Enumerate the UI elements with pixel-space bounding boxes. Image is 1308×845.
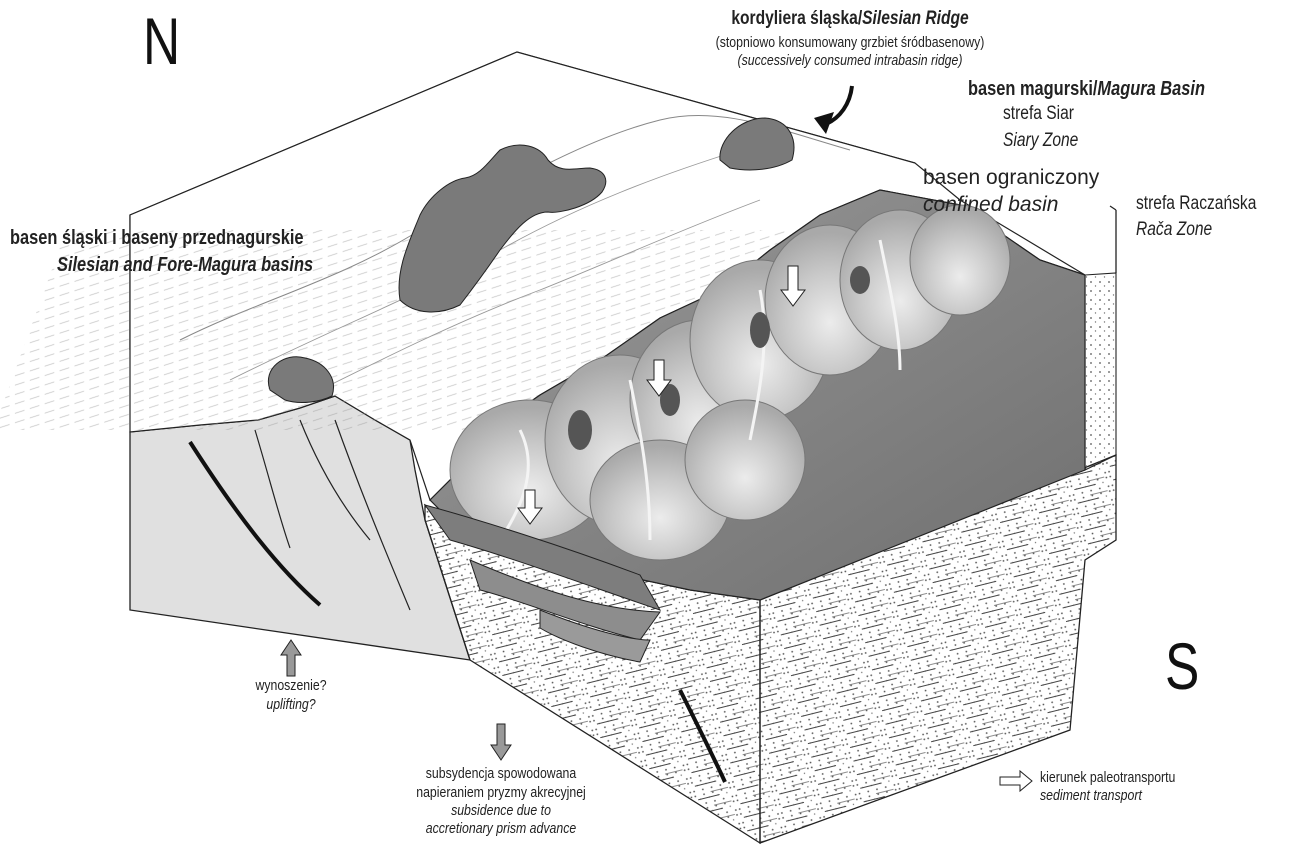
siary-zone-en: Siary Zone — [1003, 130, 1078, 152]
magura-basin-title-pl: basen magurski/ — [968, 78, 1097, 100]
siary-zone-pl: strefa Siar — [1003, 103, 1074, 125]
uplifting-en: uplifting? — [209, 696, 373, 713]
silesian-ridge-title: kordyliera śląska/Silesian Ridge — [604, 8, 1096, 30]
raca-zone-bracket — [1110, 206, 1116, 210]
silesian-basins-pl: basen śląski i baseny przednagurskie — [10, 227, 304, 250]
curved-pointer-arrow-icon — [814, 86, 852, 134]
up-arrow-icon — [281, 640, 301, 676]
raca-zone-en: Rača Zone — [1136, 219, 1212, 241]
magura-basin-title-en: Magura Basin — [1097, 78, 1205, 100]
silesian-ridge-title-en: Silesian Ridge — [862, 8, 968, 29]
south-label: S — [1165, 633, 1199, 699]
confined-basin-en: confined basin — [923, 193, 1058, 217]
uplifting-pl: wynoszenie? — [209, 677, 373, 694]
raca-zone-pl: strefa Raczańska — [1136, 193, 1256, 215]
silesian-basins-en: Silesian and Fore-Magura basins — [57, 254, 313, 277]
silesian-ridge-desc-pl: (stopniowo konsumowany grzbiet śródbasen… — [604, 34, 1096, 51]
north-label: N — [143, 8, 180, 74]
subsidence-en-line2: accretionary prism advance — [386, 820, 616, 837]
subsidence-pl-line1: subsydencja spowodowana — [386, 765, 616, 782]
silesian-ridge-title-pl: kordyliera śląska/ — [731, 8, 862, 29]
confined-basin-pl: basen ograniczony — [923, 166, 1099, 190]
down-arrow-icon — [491, 724, 511, 760]
silesian-ridge-desc-en: (successively consumed intrabasin ridge) — [604, 52, 1096, 69]
legend-transport-pl: kierunek paleotransportu — [1040, 769, 1175, 786]
magura-basin-title: basen magurski/Magura Basin — [968, 78, 1205, 101]
white-transport-arrow-icon — [1000, 771, 1032, 791]
right-side-face — [1085, 273, 1116, 470]
subsidence-pl-line2: napieraniem pryzmy akrecyjnej — [386, 784, 616, 801]
legend-transport-en: sediment transport — [1040, 787, 1142, 804]
subsidence-en-line1: subsidence due to — [386, 802, 616, 819]
